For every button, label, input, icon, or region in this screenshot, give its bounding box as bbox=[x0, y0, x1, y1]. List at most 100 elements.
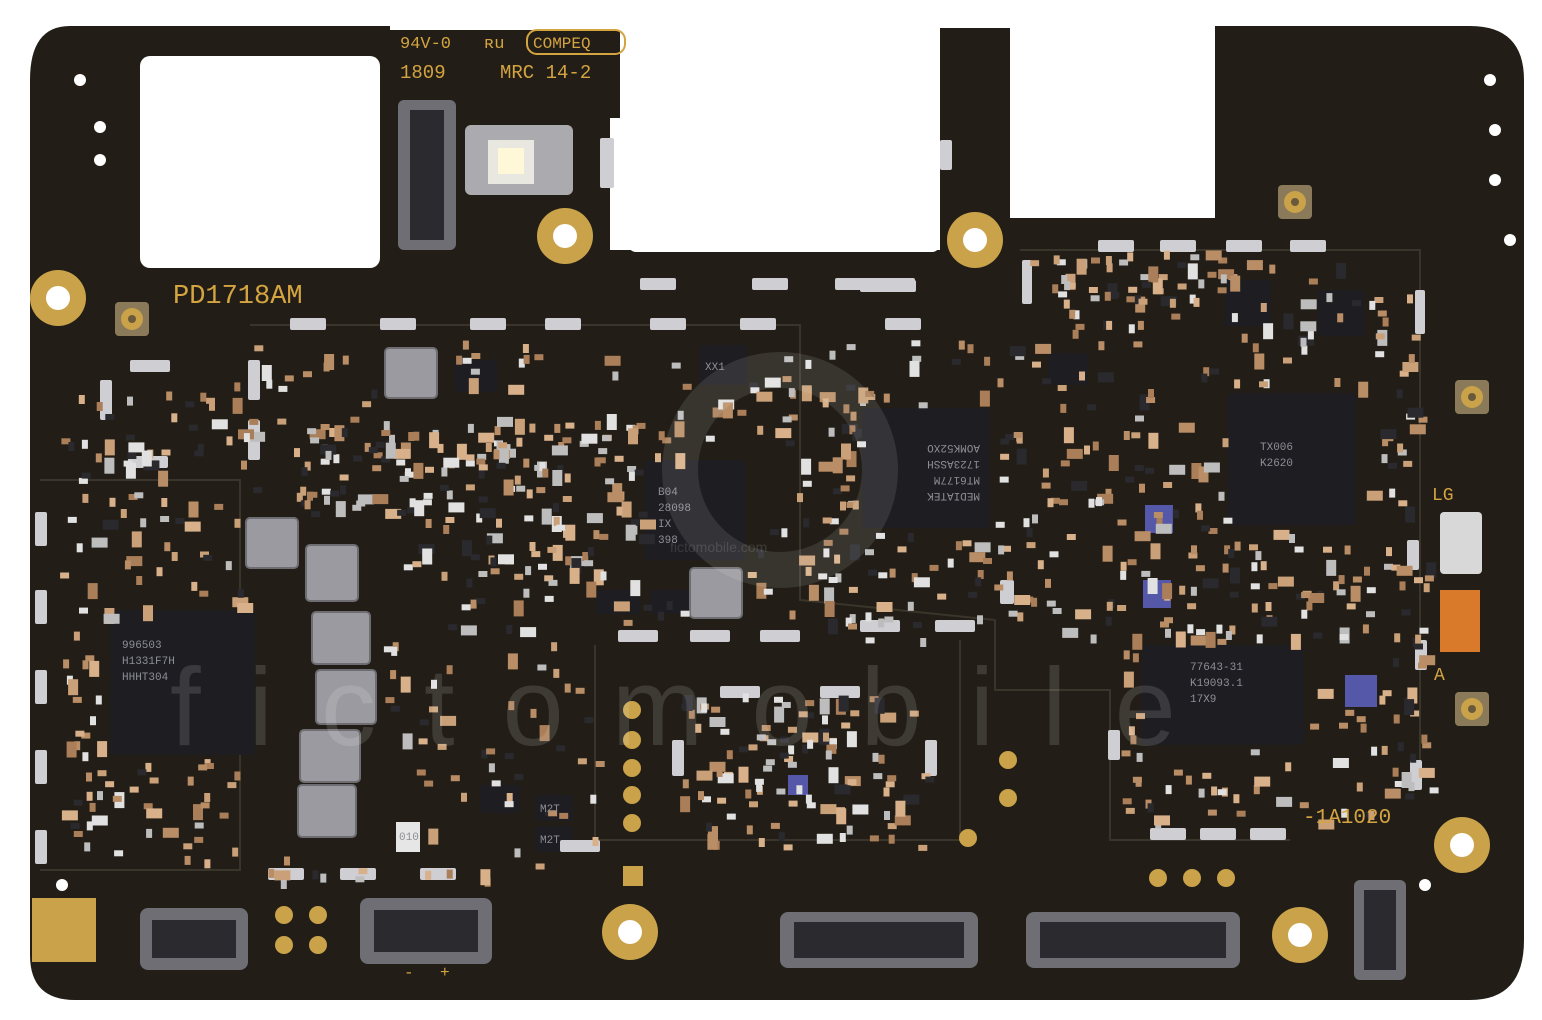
smd-part bbox=[878, 572, 888, 579]
smd-part bbox=[613, 601, 630, 612]
smd-part bbox=[584, 560, 594, 567]
smd-part bbox=[756, 391, 773, 402]
ul-rating: 94V-0 bbox=[400, 35, 451, 54]
smd-part bbox=[640, 519, 656, 530]
smd-part bbox=[72, 696, 82, 703]
smd-part bbox=[140, 518, 147, 528]
smd-part bbox=[520, 627, 537, 638]
smd-part bbox=[128, 442, 145, 453]
shield-clip bbox=[1250, 828, 1286, 840]
smd-part bbox=[774, 696, 783, 703]
smd-part bbox=[237, 588, 244, 598]
smd-part bbox=[1152, 278, 1163, 295]
smd-part bbox=[73, 831, 83, 837]
smd-part bbox=[476, 513, 483, 523]
smd-part bbox=[748, 744, 758, 751]
smd-part bbox=[1122, 798, 1132, 805]
smd-part bbox=[643, 604, 653, 611]
rf-connector-3 bbox=[1455, 380, 1489, 414]
smd-part bbox=[1333, 581, 1340, 591]
smd-part bbox=[1198, 466, 1209, 483]
smd-part bbox=[888, 834, 895, 844]
mount-hole-left bbox=[30, 270, 86, 326]
smd-part bbox=[638, 511, 648, 518]
smd-part bbox=[1283, 313, 1294, 330]
smd-part bbox=[1222, 563, 1229, 573]
smd-part bbox=[1127, 252, 1134, 262]
shield-clip bbox=[1000, 580, 1014, 604]
smd-part bbox=[1057, 385, 1067, 391]
smd-part bbox=[1398, 500, 1408, 507]
smd-part bbox=[234, 382, 241, 392]
shield-clip bbox=[860, 280, 916, 292]
shield-clip bbox=[940, 140, 952, 170]
smd-part bbox=[241, 460, 247, 470]
smd-part bbox=[884, 811, 890, 820]
smd-part bbox=[523, 588, 530, 598]
smd-part bbox=[1241, 333, 1248, 343]
smd-part bbox=[593, 530, 600, 540]
smd-part bbox=[539, 462, 546, 472]
smd-part bbox=[1145, 467, 1155, 474]
smd-part bbox=[1163, 482, 1173, 488]
smd-part bbox=[1310, 723, 1320, 730]
smd-part bbox=[846, 475, 856, 482]
smd-part bbox=[1362, 624, 1369, 634]
smd-part bbox=[894, 815, 911, 826]
smd-part bbox=[219, 812, 229, 819]
smd-part bbox=[1165, 785, 1172, 795]
smd-part bbox=[955, 541, 962, 551]
smd-part bbox=[441, 467, 448, 477]
smd-part bbox=[828, 738, 837, 745]
smd-part bbox=[628, 471, 635, 481]
smd-part bbox=[1032, 361, 1041, 368]
smd-part bbox=[123, 460, 133, 467]
smd-part bbox=[781, 702, 791, 708]
smd-part bbox=[658, 611, 664, 621]
smd-part bbox=[1295, 593, 1305, 600]
smd-part bbox=[828, 427, 835, 437]
smd-part bbox=[214, 503, 224, 510]
smd-part bbox=[1265, 602, 1272, 611]
smd-part bbox=[1002, 545, 1011, 552]
smd-part bbox=[1352, 576, 1362, 583]
smd-part bbox=[329, 428, 336, 437]
smd-part bbox=[1382, 690, 1392, 697]
smd-part bbox=[102, 519, 119, 530]
smd-part bbox=[200, 551, 209, 558]
watermark-brand: fictomobile bbox=[170, 646, 1224, 769]
smd-part bbox=[832, 457, 843, 474]
smd-part bbox=[605, 478, 615, 485]
smd-part bbox=[1294, 546, 1304, 553]
smd-part bbox=[1066, 282, 1076, 289]
smd-part bbox=[478, 432, 495, 443]
smd-part bbox=[562, 496, 572, 502]
smd-part bbox=[124, 560, 131, 570]
smd-part bbox=[280, 880, 287, 889]
smd-part bbox=[1139, 394, 1150, 411]
smd-part bbox=[1037, 560, 1044, 570]
smd-part bbox=[869, 835, 879, 842]
smd-part bbox=[779, 752, 789, 759]
smd-part bbox=[824, 601, 835, 617]
smd-part bbox=[141, 450, 152, 467]
smd-part bbox=[418, 738, 428, 745]
smd-part bbox=[1073, 310, 1080, 320]
smd-part bbox=[1326, 293, 1333, 303]
smd-part bbox=[67, 516, 77, 523]
smd-part bbox=[547, 546, 557, 553]
smd-part bbox=[400, 676, 411, 693]
smd-part bbox=[1091, 257, 1100, 264]
smd-part bbox=[227, 782, 237, 789]
smd-part bbox=[696, 770, 713, 781]
smd-part bbox=[498, 442, 508, 449]
smd-part bbox=[834, 784, 851, 795]
smd-part bbox=[1035, 344, 1045, 350]
smd-part bbox=[541, 508, 552, 525]
smd-part bbox=[750, 387, 760, 394]
smd-part bbox=[781, 528, 788, 538]
smd-part bbox=[889, 568, 896, 578]
smd-part bbox=[450, 775, 460, 782]
smd-part bbox=[468, 378, 479, 395]
smd-part bbox=[1090, 295, 1100, 302]
